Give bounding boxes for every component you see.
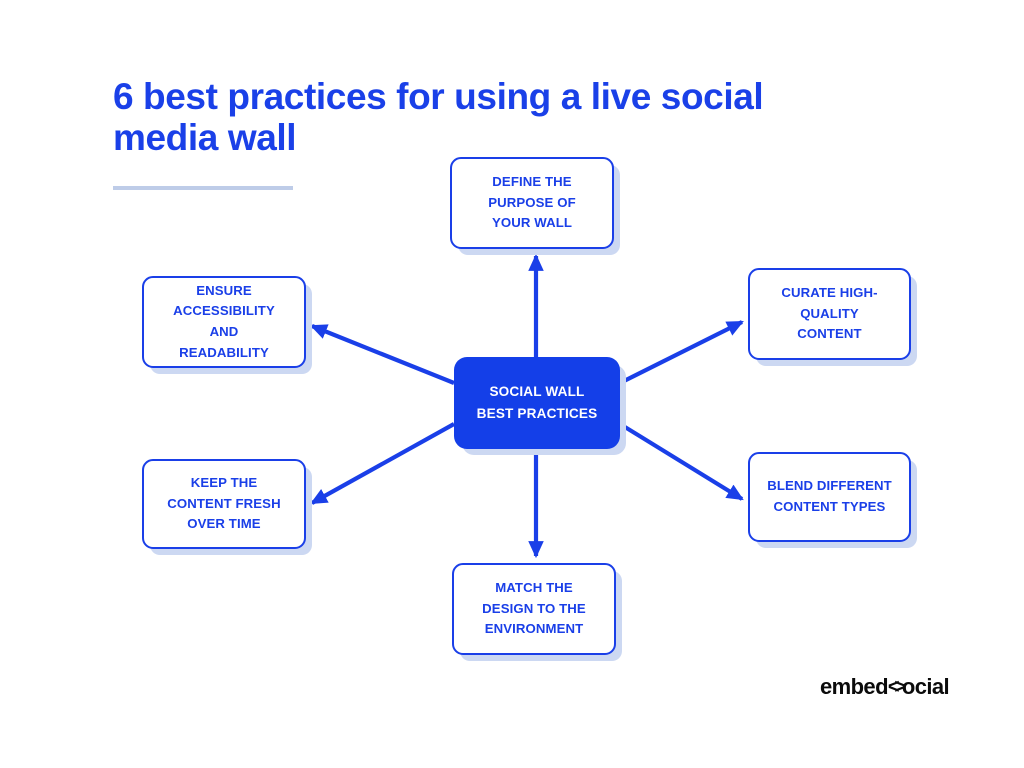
node-ensure-accessibility[interactable]: ENSURE ACCESSIBILITY AND READABILITY bbox=[142, 276, 306, 368]
node-center-label: SOCIAL WALL BEST PRACTICES bbox=[476, 384, 598, 421]
node-define-purpose-label: DEFINE THE PURPOSE OF YOUR WALL bbox=[488, 174, 576, 231]
arrow-center-to-curate bbox=[619, 320, 744, 385]
logo-text-after: ocial bbox=[901, 674, 950, 699]
title-divider bbox=[113, 186, 293, 190]
code-brackets-icon: <> bbox=[887, 676, 906, 698]
node-keep-content-fresh-label: KEEP THE CONTENT FRESH OVER TIME bbox=[167, 475, 281, 532]
arrow-center-to-blend bbox=[618, 422, 744, 501]
node-ensure-accessibility-label: ENSURE ACCESSIBILITY AND READABILITY bbox=[173, 282, 275, 360]
arrow-center-to-ensure bbox=[310, 324, 455, 385]
node-curate-quality[interactable]: CURATE HIGH- QUALITY CONTENT bbox=[748, 268, 911, 360]
node-match-design-label: MATCH THE DESIGN TO THE ENVIRONMENT bbox=[482, 580, 586, 637]
title-block: 6 best practices for using a live social… bbox=[113, 76, 833, 158]
node-blend-content-types[interactable]: BLEND DIFFERENT CONTENT TYPES bbox=[748, 452, 911, 542]
node-social-wall-best-practices[interactable]: SOCIAL WALL BEST PRACTICES bbox=[454, 357, 620, 449]
node-define-purpose[interactable]: DEFINE THE PURPOSE OF YOUR WALL bbox=[450, 157, 614, 249]
arrow-center-to-keep bbox=[310, 422, 456, 505]
node-blend-content-types-label: BLEND DIFFERENT CONTENT TYPES bbox=[767, 478, 892, 514]
node-keep-content-fresh[interactable]: KEEP THE CONTENT FRESH OVER TIME bbox=[142, 459, 306, 549]
page-title: 6 best practices for using a live social… bbox=[113, 76, 764, 158]
logo-text-before: embed bbox=[820, 674, 889, 699]
embedsocial-logo: embed <> ocial bbox=[820, 674, 950, 700]
node-match-design[interactable]: MATCH THE DESIGN TO THE ENVIRONMENT bbox=[452, 563, 616, 655]
node-curate-quality-label: CURATE HIGH- QUALITY CONTENT bbox=[781, 285, 878, 342]
